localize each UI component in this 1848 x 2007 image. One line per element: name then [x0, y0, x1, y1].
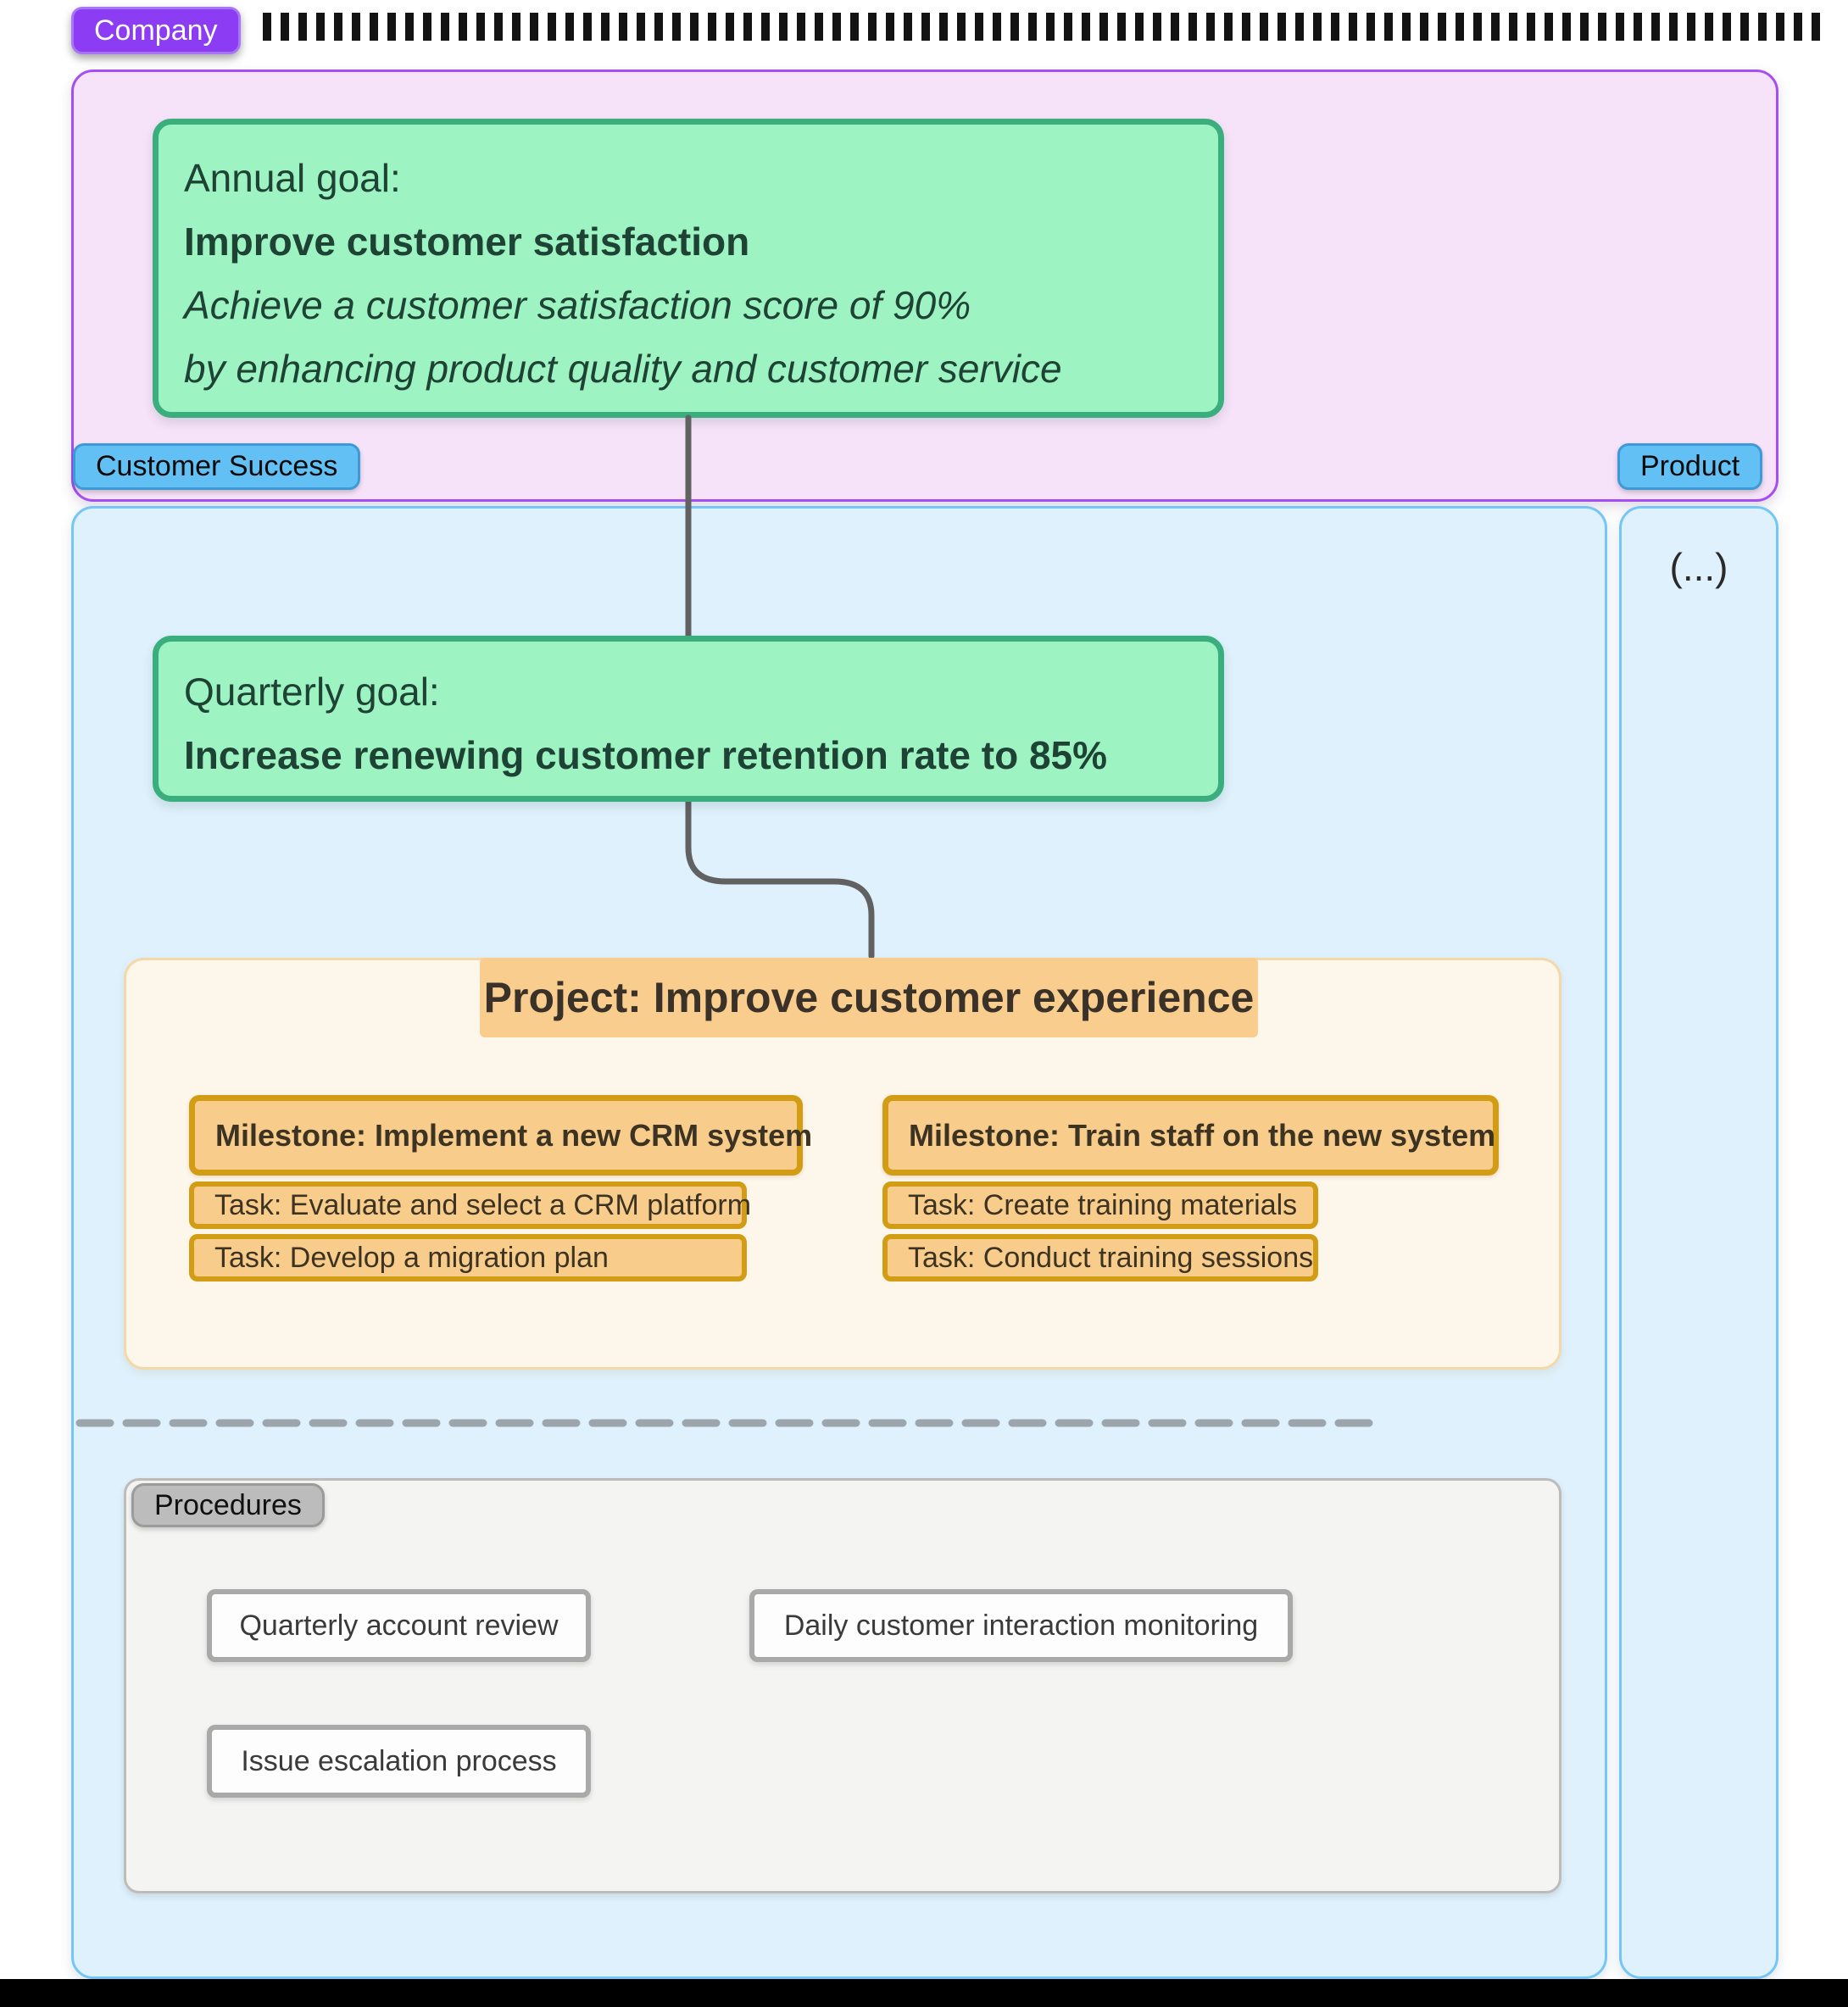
procedure-issue-escalation: Issue escalation process	[207, 1725, 591, 1798]
procedure-quarterly-account-review: Quarterly account review	[207, 1589, 591, 1662]
annual-goal-title: Annual goal:	[184, 156, 401, 200]
procedures-label: Procedures	[131, 1483, 325, 1527]
annual-goal-card: Annual goal: Improve customer satisfacti…	[153, 119, 1224, 418]
product-container: (...)	[1619, 506, 1778, 1979]
task-develop-migration-plan: Task: Develop a migration plan	[189, 1234, 747, 1281]
milestone-implement-crm: Milestone: Implement a new CRM system	[189, 1095, 812, 1176]
product-collapsed-indicator: (...)	[1669, 545, 1728, 589]
milestone-train-staff: Milestone: Train staff on the new system	[882, 1095, 1499, 1176]
quarterly-goal-name: Increase renewing customer retention rat…	[184, 733, 1108, 777]
company-label: Company	[71, 7, 241, 54]
customer-success-label: Customer Success	[73, 443, 361, 490]
procedures-container	[124, 1478, 1561, 1893]
product-label: Product	[1617, 443, 1763, 490]
quarterly-goal-title: Quarterly goal:	[184, 670, 440, 714]
project-title: Project: Improve customer experience	[480, 958, 1258, 1037]
annual-goal-description-line2: by enhancing product quality and custome…	[184, 347, 1062, 391]
task-evaluate-crm-platform: Task: Evaluate and select a CRM platform	[189, 1181, 751, 1229]
annual-goal-description-line1: Achieve a customer satisfaction score of…	[184, 283, 971, 327]
task-create-training-materials: Task: Create training materials	[882, 1181, 1318, 1229]
quarterly-goal-card: Quarterly goal: Increase renewing custom…	[153, 636, 1224, 802]
annual-goal-name: Improve customer satisfaction	[184, 220, 750, 264]
top-dashed-line	[263, 13, 1823, 41]
procedure-daily-interaction-monitoring: Daily customer interaction monitoring	[749, 1589, 1293, 1662]
task-conduct-training-sessions: Task: Conduct training sessions	[882, 1234, 1318, 1281]
bottom-black-bar	[0, 1979, 1848, 2007]
